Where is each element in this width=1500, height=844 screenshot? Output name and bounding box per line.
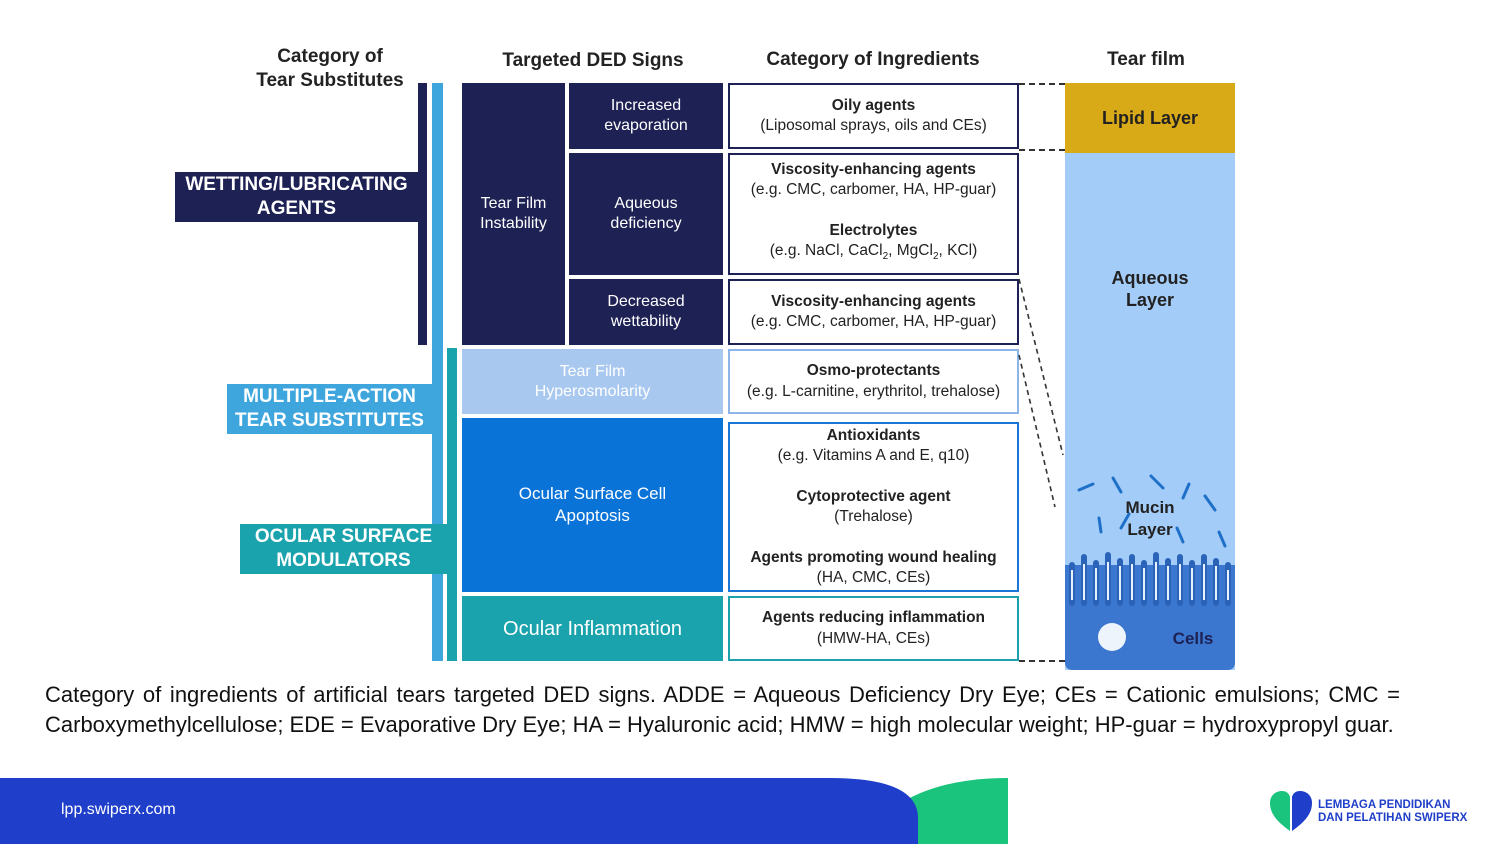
sign-apoptosis: Ocular Surface Cell Apoptosis — [462, 418, 723, 592]
sign-hyperosmolarity: Tear Film Hyperosmolarity — [462, 349, 723, 414]
multiple-vertical-bar — [432, 83, 443, 661]
footer-url[interactable]: lpp.swiperx.com — [61, 801, 176, 818]
ingredient-desc: (Trehalose) — [834, 508, 913, 525]
sign-aqueous-deficiency: Aqueous deficiency — [569, 153, 723, 275]
tear-film-mucin-layer — [1065, 470, 1235, 670]
category-multiple-action: MULTIPLE-ACTION TEAR SUBSTITUTES — [227, 384, 432, 434]
tear-film-lipid-layer: Lipid Layer — [1065, 83, 1235, 153]
logo-line-1: LEMBAGA PENDIDIKAN — [1318, 799, 1451, 811]
figure-caption: Category of ingredients of artificial te… — [45, 682, 1400, 737]
sign-tear-film-instability: Tear Film Instability — [462, 83, 565, 345]
sign-increased-evaporation: Increased evaporation — [569, 83, 723, 149]
ingredient-desc: (e.g. L-carnitine, erythritol, trehalose… — [746, 382, 1001, 400]
header-tear-film: Tear film — [1107, 49, 1185, 70]
footer-band — [0, 778, 1008, 844]
sign-decreased-wettability: Decreased wettability — [569, 279, 723, 345]
header-category-substitutes: Category of Tear Substitutes — [256, 46, 404, 91]
ingredient-title: Osmo-protectants — [806, 362, 941, 379]
header-category-ingredients: Category of Ingredients — [766, 49, 980, 70]
ingredient-desc: (HA, CMC, CEs) — [816, 569, 931, 586]
ingredient-title: Agents promoting wound healing — [750, 548, 997, 566]
ocular-vertical-bar — [447, 348, 457, 661]
ingredient-title: Oily agents — [831, 96, 916, 114]
ingredient-desc: (e.g. CMC, carbomer, HA, HP-guar) — [750, 313, 997, 330]
header-targeted-signs: Targeted DED Signs — [502, 50, 684, 71]
ingredient-viscosity-2: Viscosity-enhancing agents (e.g. CMC, ca… — [728, 279, 1019, 345]
logo-line-2: DAN PELATIHAN SWIPERX — [1318, 812, 1468, 824]
ingredient-desc: (Liposomal sprays, oils and CEs) — [760, 117, 987, 134]
logo-text: LEMBAGA PENDIDIKAN DAN PELATIHAN SWIPERX — [1318, 799, 1467, 825]
ingredient-title: Viscosity-enhancing agents — [771, 292, 976, 310]
ingredient-title: Antioxidants — [826, 426, 921, 444]
ingredient-title: Cytoprotective agent — [796, 487, 951, 505]
ingredient-oily-agents: Oily agents (Liposomal sprays, oils and … — [728, 83, 1019, 149]
ingredient-inflammation: Agents reducing inflammation (HMW-HA, CE… — [728, 596, 1019, 661]
connector-aqueous-diagonal — [1018, 278, 1064, 508]
swiperx-logo-icon — [1270, 791, 1312, 831]
tear-film-mucin-label: Mucin Layer — [1125, 498, 1175, 539]
ingredient-title: Viscosity-enhancing agents — [771, 160, 976, 178]
category-wetting-agents: WETTING/LUBRICATING AGENTS — [175, 172, 418, 222]
connector-lipid-bottom — [1019, 149, 1065, 151]
ingredient-viscosity-electrolytes: Viscosity-enhancing agents (e.g. CMC, ca… — [728, 153, 1019, 275]
category-ocular-surface: OCULAR SURFACE MODULATORS — [240, 524, 447, 574]
ingredient-desc: (HMW-HA, CEs) — [816, 629, 931, 647]
ingredient-osmo-protectants: Osmo-protectants (e.g. L-carnitine, eryt… — [728, 349, 1019, 414]
wetting-vertical-bar — [418, 83, 427, 345]
ingredient-desc: (e.g. Vitamins A and E, q10) — [777, 447, 970, 464]
ingredient-title: Agents reducing inflammation — [761, 609, 986, 626]
connector-lipid-top — [1019, 83, 1065, 85]
tear-film-cells-label: Cells — [1172, 629, 1214, 648]
sign-inflammation: Ocular Inflammation — [462, 596, 723, 661]
ingredient-apoptosis-group: Antioxidants (e.g. Vitamins A and E, q10… — [728, 422, 1019, 592]
ingredient-desc: (e.g. NaCl, CaCl2, MgCl2, KCl) — [769, 242, 978, 263]
ingredient-desc: (e.g. CMC, carbomer, HA, HP-guar) — [750, 181, 997, 199]
connector-cells-bottom — [1019, 660, 1065, 662]
ingredient-title: Electrolytes — [829, 221, 918, 239]
